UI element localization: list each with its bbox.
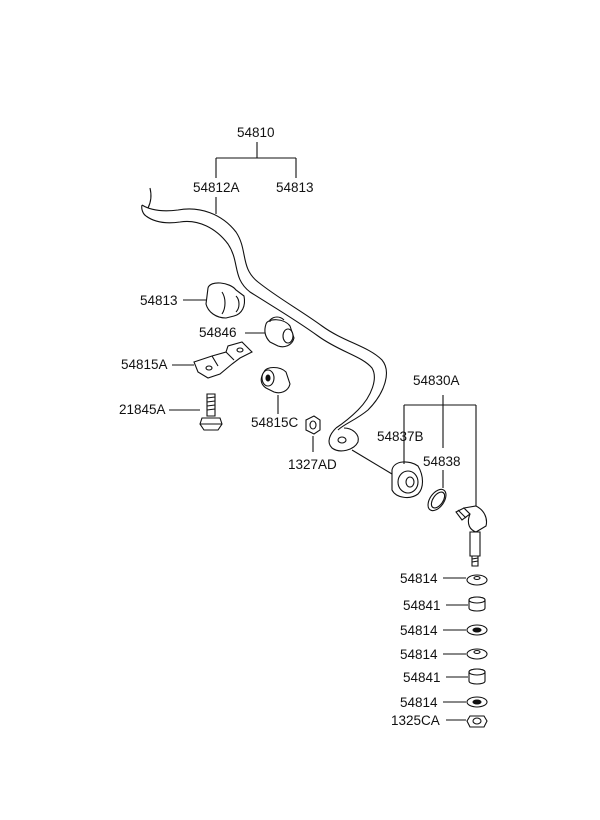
label-54814-2: 54814 — [400, 623, 438, 638]
label-54838: 54838 — [423, 454, 461, 469]
bracket-54815A — [172, 341, 253, 379]
link-54830A — [404, 395, 488, 567]
label-54841-1: 54841 — [403, 598, 441, 613]
washer-54814-3 — [443, 648, 488, 660]
label-54846: 54846 — [199, 325, 237, 340]
label-54812A: 54812A — [193, 180, 240, 195]
label-21845A: 21845A — [119, 402, 166, 417]
bushing-54841-2 — [446, 668, 486, 685]
nut-1327AD — [305, 415, 321, 452]
stabilizer-bar — [141, 187, 387, 452]
washer-54814-1 — [443, 574, 488, 586]
label-54837B: 54837B — [377, 429, 424, 444]
label-54830A: 54830A — [413, 373, 460, 388]
snap-ring-54838 — [427, 405, 447, 512]
label-54815C: 54815C — [251, 415, 299, 430]
bolt-21845A — [169, 393, 223, 431]
bushing-54815C — [260, 366, 291, 414]
bushing-54813 — [183, 282, 246, 319]
label-54813-top: 54813 — [276, 180, 314, 195]
label-54815A: 54815A — [121, 357, 168, 372]
bushing-54837B — [351, 405, 424, 499]
label-54841-2: 54841 — [403, 670, 441, 685]
label-54813: 54813 — [140, 293, 178, 308]
bushing-54846 — [245, 316, 295, 348]
washer-54814-4 — [443, 696, 488, 708]
nut-1325CA — [446, 715, 488, 728]
label-1325CA: 1325CA — [391, 713, 440, 728]
label-54814-3: 54814 — [400, 647, 438, 662]
bushing-54841-1 — [446, 596, 486, 612]
washer-54814-2 — [443, 624, 488, 636]
callout-54810: 54810 54812A 54813 — [193, 125, 314, 214]
label-1327AD: 1327AD — [288, 457, 337, 472]
label-54814-4: 54814 — [400, 695, 438, 710]
label-54810: 54810 — [237, 125, 275, 140]
label-54814-1: 54814 — [400, 571, 438, 586]
